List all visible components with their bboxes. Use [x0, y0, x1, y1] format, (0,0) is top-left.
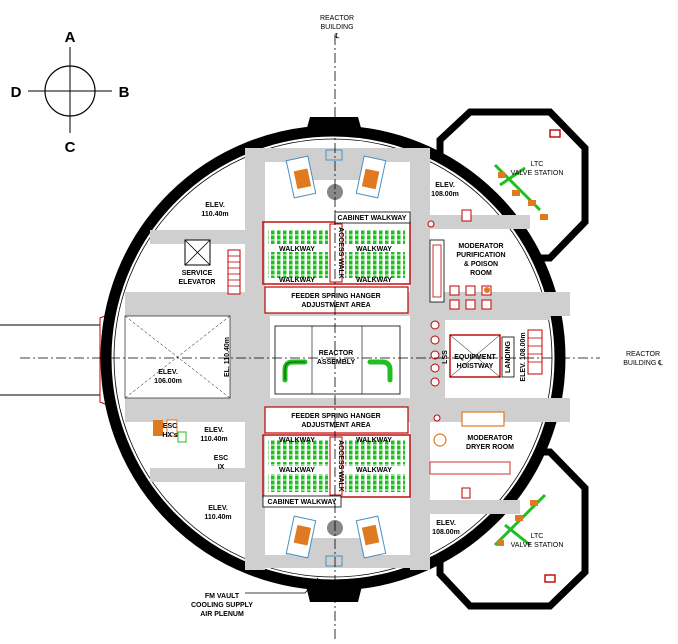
svg-text:REACTOR: REACTOR	[319, 350, 353, 357]
compass-east: B	[119, 84, 130, 101]
access-walk-north: ACCESS WALK	[337, 227, 344, 279]
misc-markers	[427, 209, 472, 228]
svg-text:ELEV.: ELEV.	[205, 202, 225, 209]
svg-text:110.40m: 110.40m	[200, 436, 227, 443]
fm-vault-south	[285, 515, 387, 567]
esc-hx-equipment: ESC HX's	[153, 419, 187, 443]
walkway-label-nw2: WALKWAY	[279, 277, 315, 284]
service-elevator: SERVICE ELEVATOR	[179, 239, 241, 295]
equipment-hoistway: EQUIPMENT HOISTWAY LANDING	[449, 334, 515, 378]
elev-label-sw1: ELEV. 110.40m	[200, 427, 227, 443]
svg-text:HX's: HX's	[162, 432, 177, 439]
reactor-assembly: REACTOR ASSEMBLY	[274, 325, 401, 395]
svg-text:ELEV. 108.00m: ELEV. 108.00m	[520, 332, 527, 381]
compass-south: C	[65, 139, 76, 156]
feeder-hanger-area-south: FEEDER SPRING HANGER ADJUSTMENT AREA	[264, 406, 409, 434]
feeder-hanger-area-north: FEEDER SPRING HANGER ADJUSTMENT AREA	[264, 286, 409, 314]
elev-label-ne: ELEV. 108.00m	[431, 182, 459, 198]
compass-north: A	[65, 29, 76, 46]
compass-west: D	[11, 84, 22, 101]
right-axis-label: REACTOR BUILDING ℄	[623, 351, 663, 367]
svg-text:ELEV.: ELEV.	[435, 182, 455, 189]
west-room: ELEV. 106.00m	[124, 315, 231, 399]
top-axis-label: REACTOR BUILDING ℄	[320, 15, 354, 40]
svg-text:LANDING: LANDING	[505, 341, 512, 373]
lss-column: LSS	[430, 320, 449, 387]
svg-text:FEEDER SPRING HANGER: FEEDER SPRING HANGER	[291, 413, 380, 420]
fm-vault-callout: FM VAULT COOLING SUPPLY AIR PLENUM	[191, 577, 319, 618]
svg-text:CABINET WALKWAY: CABINET WALKWAY	[338, 215, 407, 222]
svg-text:ADJUSTMENT AREA: ADJUSTMENT AREA	[301, 422, 370, 429]
svg-text:110.40m: 110.40m	[201, 211, 228, 218]
svg-text:REACTOR: REACTOR	[320, 15, 354, 22]
svg-text:EQUIPMENT: EQUIPMENT	[454, 354, 496, 361]
svg-text:COOLING SUPPLY: COOLING SUPPLY	[191, 602, 253, 609]
svg-text:VALVE STATION: VALVE STATION	[511, 170, 564, 177]
svg-text:LTC: LTC	[531, 161, 544, 168]
svg-text:ELEV.: ELEV.	[158, 369, 178, 376]
svg-text:SERVICE: SERVICE	[182, 270, 213, 277]
svg-text:ELEV.: ELEV.	[204, 427, 224, 434]
svg-text:ELEV.: ELEV.	[208, 505, 228, 512]
cabinet-walkway-north: CABINET WALKWAY	[334, 211, 411, 224]
walkway-label-nw: WALKWAY	[279, 246, 315, 253]
compass-rose: A B C D	[11, 29, 130, 156]
el-center-label: EL. 110.40m	[224, 337, 231, 377]
svg-text:PURIFICATION: PURIFICATION	[456, 252, 505, 259]
svg-text:ADJUSTMENT AREA: ADJUSTMENT AREA	[301, 302, 370, 309]
svg-text:110.40m: 110.40m	[204, 514, 231, 521]
moderator-purification-room: MODERATOR PURIFICATION & POISON ROOM	[429, 239, 506, 310]
svg-text:MODERATOR: MODERATOR	[467, 435, 512, 442]
svg-text:LTC: LTC	[531, 533, 544, 540]
svg-text:BUILDING ℄: BUILDING ℄	[623, 360, 663, 367]
svg-text:ASSEMBLY: ASSEMBLY	[317, 359, 356, 366]
svg-text:108.00m: 108.00m	[431, 191, 459, 198]
walkway-label-sw2: WALKWAY	[279, 467, 315, 474]
elev-label-se: ELEV. 108.00m	[432, 520, 460, 536]
walkway-label-ne2: WALKWAY	[356, 277, 392, 284]
walkway-label-sw: WALKWAY	[279, 437, 315, 444]
svg-text:MODERATOR: MODERATOR	[458, 243, 503, 250]
svg-text:VALVE STATION: VALVE STATION	[511, 542, 564, 549]
svg-text:FM VAULT: FM VAULT	[205, 593, 240, 600]
walkway-label-ne: WALKWAY	[356, 246, 392, 253]
walkway-label-se: WALKWAY	[356, 437, 392, 444]
svg-text:ELEVATOR: ELEVATOR	[179, 279, 216, 286]
svg-text:CABINET WALKWAY: CABINET WALKWAY	[268, 499, 337, 506]
svg-text:FEEDER SPRING HANGER: FEEDER SPRING HANGER	[291, 293, 380, 300]
svg-text:106.00m: 106.00m	[154, 378, 182, 385]
svg-text:REACTOR: REACTOR	[626, 351, 660, 358]
feeder-cabinets-north	[262, 221, 411, 285]
svg-text:& POISON: & POISON	[464, 261, 498, 268]
moderator-dryer-room: MODERATOR DRYER ROOM	[429, 411, 514, 499]
svg-text:ELEV.: ELEV.	[436, 520, 456, 527]
svg-text:LSS: LSS	[442, 350, 449, 364]
svg-text:℄: ℄	[334, 33, 340, 40]
svg-text:HOISTWAY: HOISTWAY	[457, 363, 494, 370]
svg-text:ESC: ESC	[214, 455, 228, 462]
esc-ix-label: ESC IX	[214, 455, 228, 471]
cabinet-walkway-south: CABINET WALKWAY	[262, 495, 342, 508]
svg-text:ROOM: ROOM	[470, 270, 492, 277]
elev-label-sw2: ELEV. 110.40m	[204, 505, 231, 521]
svg-text:AIR PLENUM: AIR PLENUM	[200, 611, 244, 618]
svg-text:ESC: ESC	[163, 423, 177, 430]
elev-label-nw: ELEV. 110.40m	[201, 202, 228, 218]
walkway-label-se2: WALKWAY	[356, 467, 392, 474]
feeder-cabinets-south	[262, 434, 411, 498]
svg-text:108.00m: 108.00m	[432, 529, 460, 536]
svg-text:DRYER ROOM: DRYER ROOM	[466, 444, 514, 451]
svg-text:BUILDING: BUILDING	[320, 24, 353, 31]
access-walk-south: ACCESS WALK	[337, 440, 344, 492]
svg-text:IX: IX	[218, 464, 225, 471]
east-stair: ELEV. 108.00m	[520, 329, 543, 382]
fm-vault-north	[285, 149, 387, 200]
